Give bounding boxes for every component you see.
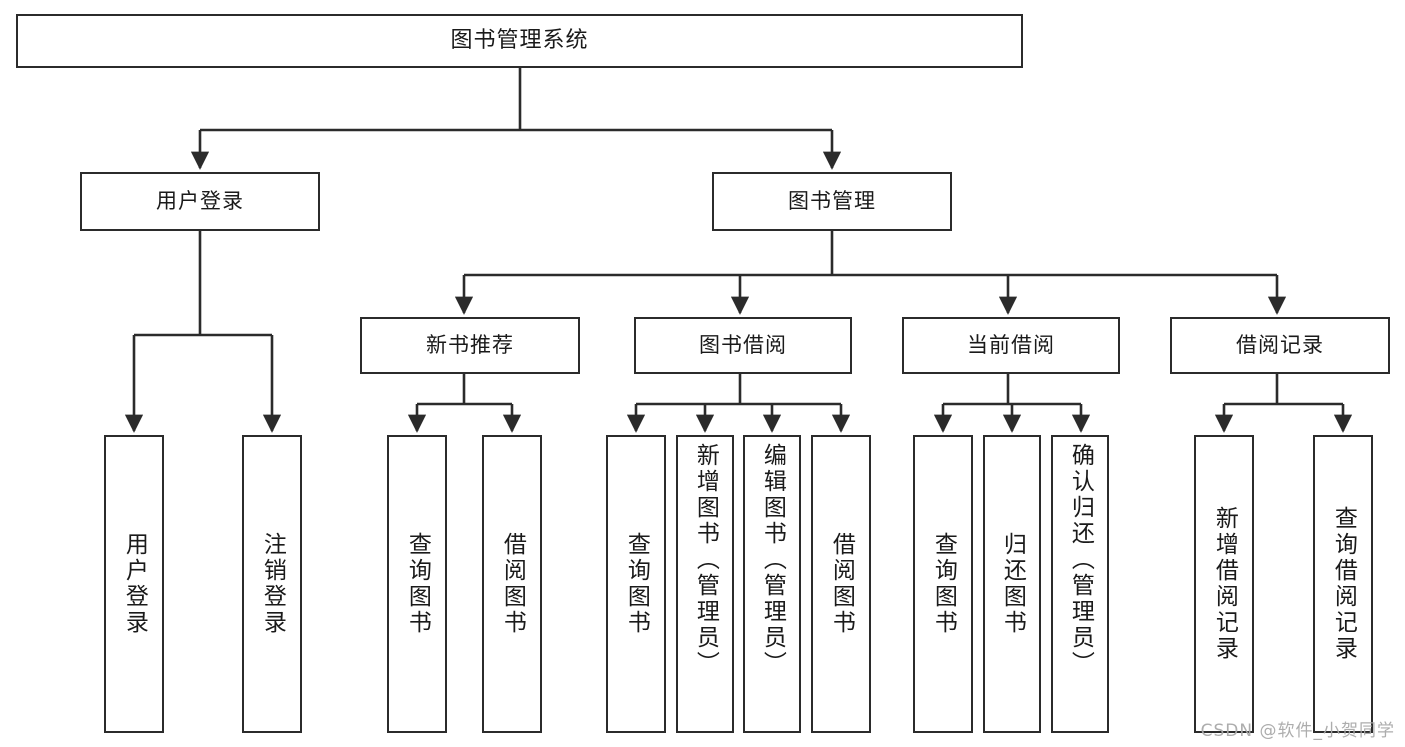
leaf-book-borrow-borrow[interactable]: 借阅图书 bbox=[811, 435, 871, 733]
node-label: 图书管理系统 bbox=[450, 28, 589, 54]
leaf-user-login-login[interactable]: 用户登录 bbox=[104, 435, 164, 733]
leaf-book-borrow-add[interactable]: 新增图书（管理员） bbox=[676, 435, 734, 733]
node-label: 图书管理 bbox=[788, 189, 876, 214]
node-label: 新增图书（管理员） bbox=[692, 443, 719, 677]
leaf-book-borrow-edit[interactable]: 编辑图书（管理员） bbox=[743, 435, 801, 733]
node-label: 图书借阅 bbox=[699, 333, 787, 358]
node-label: 借阅图书 bbox=[828, 532, 855, 636]
node-label: 查询借阅记录 bbox=[1330, 506, 1357, 662]
node-label: 查询图书 bbox=[404, 532, 431, 636]
node-label: 查询图书 bbox=[930, 532, 957, 636]
leaf-current-borrow-return[interactable]: 归还图书 bbox=[983, 435, 1041, 733]
leaf-user-login-logout[interactable]: 注销登录 bbox=[242, 435, 302, 733]
node-new-book-recommend[interactable]: 新书推荐 bbox=[360, 317, 580, 374]
node-label: 确认归还（管理员） bbox=[1067, 443, 1094, 677]
node-label: 新书推荐 bbox=[426, 333, 514, 358]
node-borrow-record[interactable]: 借阅记录 bbox=[1170, 317, 1390, 374]
node-book-management[interactable]: 图书管理 bbox=[712, 172, 952, 231]
node-user-login[interactable]: 用户登录 bbox=[80, 172, 320, 231]
leaf-current-borrow-query[interactable]: 查询图书 bbox=[913, 435, 973, 733]
node-label: 用户登录 bbox=[121, 532, 148, 636]
leaf-new-book-borrow[interactable]: 借阅图书 bbox=[482, 435, 542, 733]
leaf-book-borrow-query[interactable]: 查询图书 bbox=[606, 435, 666, 733]
node-label: 归还图书 bbox=[999, 532, 1026, 636]
node-label: 借阅记录 bbox=[1236, 333, 1324, 358]
node-current-borrow[interactable]: 当前借阅 bbox=[902, 317, 1120, 374]
node-label: 借阅图书 bbox=[499, 532, 526, 636]
leaf-new-book-query[interactable]: 查询图书 bbox=[387, 435, 447, 733]
leaf-borrow-record-query[interactable]: 查询借阅记录 bbox=[1313, 435, 1373, 733]
leaf-current-borrow-confirm-return[interactable]: 确认归还（管理员） bbox=[1051, 435, 1109, 733]
csdn-watermark: CSDN @软件_小贺同学 bbox=[1200, 721, 1395, 741]
node-label: 注销登录 bbox=[259, 532, 286, 636]
node-label: 当前借阅 bbox=[967, 333, 1055, 358]
node-root-system[interactable]: 图书管理系统 bbox=[16, 14, 1023, 68]
node-label: 用户登录 bbox=[156, 189, 244, 214]
node-label: 编辑图书（管理员） bbox=[759, 443, 786, 677]
node-label: 新增借阅记录 bbox=[1211, 506, 1238, 662]
node-label: 查询图书 bbox=[623, 532, 650, 636]
leaf-borrow-record-add[interactable]: 新增借阅记录 bbox=[1194, 435, 1254, 733]
node-book-borrow[interactable]: 图书借阅 bbox=[634, 317, 852, 374]
